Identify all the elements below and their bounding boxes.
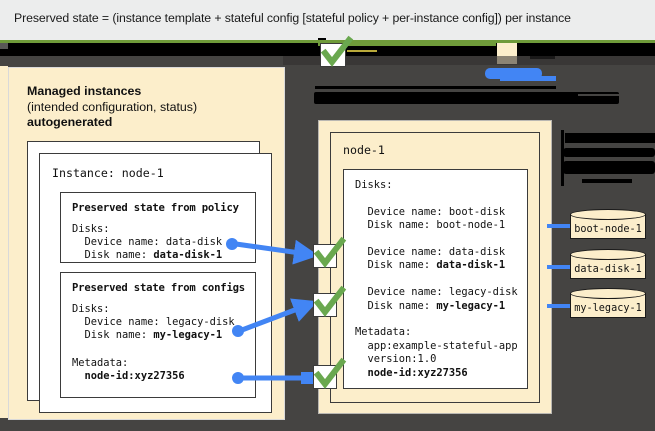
policy-body-text: Disks: Device name: data-disk Disk name: <box>72 223 223 261</box>
configs-disk-prefix: Disk name: <box>72 329 154 341</box>
policy-body-bold: data-disk-1 <box>153 249 223 261</box>
disk-cylinder-legacy: my-legacy-1 <box>570 288 648 322</box>
node-metadata-version: version:1.0 <box>355 353 437 366</box>
redaction-bar <box>283 56 655 65</box>
redaction-bar <box>561 130 564 186</box>
heading-line-1: Managed instances <box>27 84 142 98</box>
redaction-bar <box>0 43 8 49</box>
node-legacy-device: Device name: legacy-disk <box>355 286 518 299</box>
redaction-bar <box>523 50 638 54</box>
configs-disks-label: Disks: <box>72 303 110 315</box>
redaction-bar <box>347 50 377 52</box>
node-boot-disk: Disk name: boot-node-1 <box>355 219 506 232</box>
configs-metadata-label: Metadata: <box>72 357 129 369</box>
green-accent-bar <box>318 40 496 46</box>
configs-box-body: Disks: Device name: legacy-disk Disk nam… <box>72 303 235 342</box>
redaction-bar <box>314 92 619 104</box>
node-data-disk-bold: data-disk-1 <box>436 259 506 272</box>
node-data-disk-prefix: Disk name: <box>355 259 437 272</box>
check-icon <box>313 285 347 317</box>
disk-cylinder-boot: boot-node-1 <box>570 209 648 243</box>
redaction-bar <box>377 48 467 54</box>
disk-label: boot-node-1 <box>574 224 642 235</box>
managed-instances-panel: Managed instances (intended configuratio… <box>8 67 285 420</box>
heading-line-3: autogenerated <box>27 115 113 129</box>
redaction-highlight <box>500 76 556 81</box>
disk-top <box>570 209 646 220</box>
heading-line-2: (intended configuration, status) <box>27 99 198 114</box>
redaction-bar <box>315 86 556 89</box>
preserved-state-configs-box: Preserved state from configs Disks: Devi… <box>60 272 256 398</box>
slide-caption: Preserved state = (instance template + s… <box>0 0 655 36</box>
disk-top <box>570 249 646 260</box>
caption-text: Preserved state = (instance template + s… <box>14 11 571 25</box>
disk-label: my-legacy-1 <box>574 303 642 314</box>
node-metadata-nodeid: node-id:xyz27356 <box>355 366 468 379</box>
redaction-bar <box>563 148 655 157</box>
node-title: node-1 <box>343 143 385 157</box>
left-panel-edge <box>0 66 8 418</box>
check-badge-metadata <box>313 357 347 389</box>
check-badge-header <box>320 35 354 67</box>
configs-device-line: Device name: legacy-disk <box>72 316 235 328</box>
node-instance-inner: node-1 Disks: Device name: boot-disk Dis… <box>330 132 540 403</box>
instance-title: Instance: node-1 <box>52 166 164 180</box>
preserved-state-policy-box: Preserved state from policy Disks: Devic… <box>60 192 256 263</box>
redaction-bar <box>0 418 655 431</box>
check-icon <box>320 35 354 67</box>
disk-label: data-disk-1 <box>574 264 642 275</box>
disk-top <box>570 288 646 299</box>
node-legacy-disk-prefix: Disk name: <box>355 299 437 312</box>
redaction-bar <box>578 94 619 96</box>
node-details-body: Disks: Device name: boot-disk Disk name:… <box>355 179 518 380</box>
node-details-box: Disks: Device name: boot-disk Disk name:… <box>343 169 528 389</box>
node-boot-device: Device name: boot-disk <box>355 205 506 218</box>
check-badge-data-disk <box>313 236 347 268</box>
configs-metadata-block: Metadata: node-id:xyz27356 <box>72 357 185 383</box>
node-legacy-disk-bold: my-legacy-1 <box>436 299 506 312</box>
node-data-device: Device name: data-disk <box>355 246 506 259</box>
check-icon <box>313 357 347 389</box>
configs-metadata-value: node-id:xyz27356 <box>72 370 185 382</box>
redaction-bar <box>563 161 655 174</box>
check-badge-legacy-disk <box>313 285 347 317</box>
disk-cylinder-data: data-disk-1 <box>570 249 648 283</box>
policy-box-body: Disks: Device name: data-disk Disk name:… <box>72 223 222 262</box>
node-instance-panel: node-1 Disks: Device name: boot-disk Dis… <box>318 120 552 414</box>
redaction-highlight <box>485 68 542 79</box>
managed-instances-heading: Managed instances (intended configuratio… <box>27 84 197 131</box>
node-metadata-app: app:example-stateful-app <box>355 339 518 352</box>
node-metadata-label: Metadata: <box>355 326 412 339</box>
configs-disk-bold: my-legacy-1 <box>153 329 223 341</box>
policy-box-header: Preserved state from policy <box>72 202 239 214</box>
configs-box-header: Preserved state from configs <box>72 282 245 294</box>
redaction-bar <box>582 179 632 183</box>
redaction-bar <box>565 133 655 143</box>
node-disks-label: Disks: <box>355 179 393 191</box>
instance-card-front: Instance: node-1 Preserved state from po… <box>39 153 272 413</box>
check-icon <box>313 236 347 268</box>
